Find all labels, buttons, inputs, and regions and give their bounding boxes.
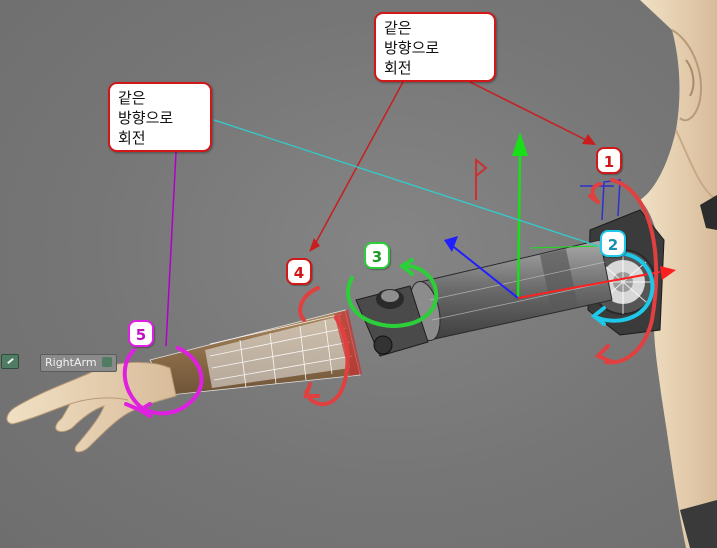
callout-left: 같은 방향으로 회전 — [108, 82, 212, 152]
pencil-icon — [102, 357, 112, 367]
forearm-mesh[interactable] — [150, 310, 362, 395]
badge-1: 1 — [596, 147, 622, 174]
node-label-text: RightArm — [45, 356, 97, 369]
node-label-rightarm[interactable]: RightArm — [40, 354, 117, 372]
badge-2: 2 — [600, 230, 626, 257]
badge-3: 3 — [364, 242, 390, 269]
badge-5: 5 — [128, 320, 154, 347]
badge-4: 4 — [286, 258, 312, 285]
callout-top: 같은 방향으로 회전 — [374, 12, 496, 82]
pencil-icon[interactable] — [1, 354, 19, 369]
hand-mesh[interactable] — [7, 362, 176, 452]
